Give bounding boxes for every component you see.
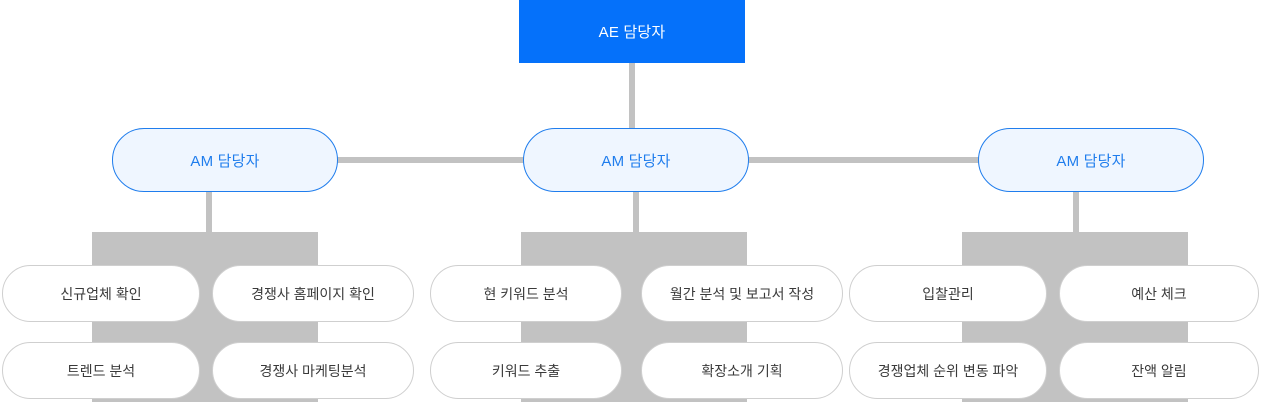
- connector-branch-2-to-branch-3: [746, 157, 982, 163]
- task-pill-g2-4[interactable]: 확장소개 기획: [641, 342, 843, 399]
- task-pill-g1-4[interactable]: 경쟁사 마케팅분석: [212, 342, 414, 399]
- connector-branch-1-to-branch-2: [334, 157, 526, 163]
- task-pill-g3-3[interactable]: 경쟁업체 순위 변동 파악: [849, 342, 1047, 399]
- task-pill-g2-1[interactable]: 현 키워드 분석: [430, 265, 622, 322]
- connector-branch-3-to-tasks: [1073, 192, 1079, 234]
- node-ae-manager[interactable]: AE 담당자: [519, 0, 745, 63]
- task-pill-g1-3[interactable]: 트렌드 분석: [2, 342, 200, 399]
- connector-branch-2-to-tasks: [633, 192, 639, 234]
- task-pill-g3-1[interactable]: 입찰관리: [849, 265, 1047, 322]
- node-am-manager-3[interactable]: AM 담당자: [978, 128, 1204, 192]
- node-am-manager-1[interactable]: AM 담당자: [112, 128, 338, 192]
- task-pill-g2-3[interactable]: 키워드 추출: [430, 342, 622, 399]
- task-pill-g1-1[interactable]: 신규업체 확인: [2, 265, 200, 322]
- task-pill-g3-2[interactable]: 예산 체크: [1059, 265, 1259, 322]
- task-pill-g1-2[interactable]: 경쟁사 홈페이지 확인: [212, 265, 414, 322]
- connector-root-to-branch-2: [629, 63, 635, 129]
- task-pill-g2-2[interactable]: 월간 분석 및 보고서 작성: [641, 265, 843, 322]
- node-am-manager-2[interactable]: AM 담당자: [523, 128, 749, 192]
- task-pill-g3-4[interactable]: 잔액 알림: [1059, 342, 1259, 399]
- connector-branch-1-to-tasks: [206, 192, 212, 234]
